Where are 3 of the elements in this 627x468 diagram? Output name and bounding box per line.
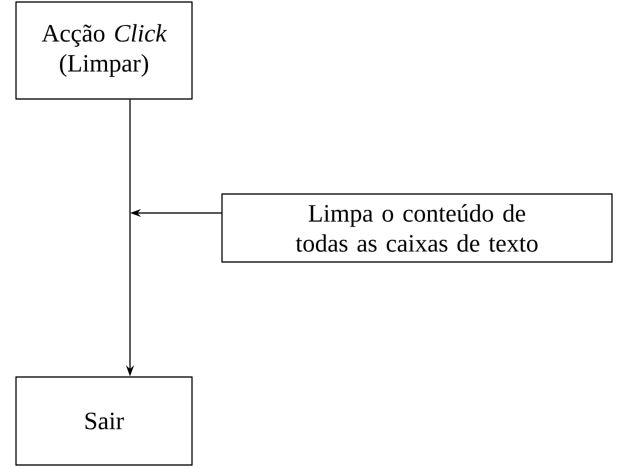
process-box: Sair [15,376,193,466]
process-box: Limpa o conteúdo de todas as caixas de texto [221,193,613,263]
process-box: Acção Click (Limpar) [15,1,193,100]
